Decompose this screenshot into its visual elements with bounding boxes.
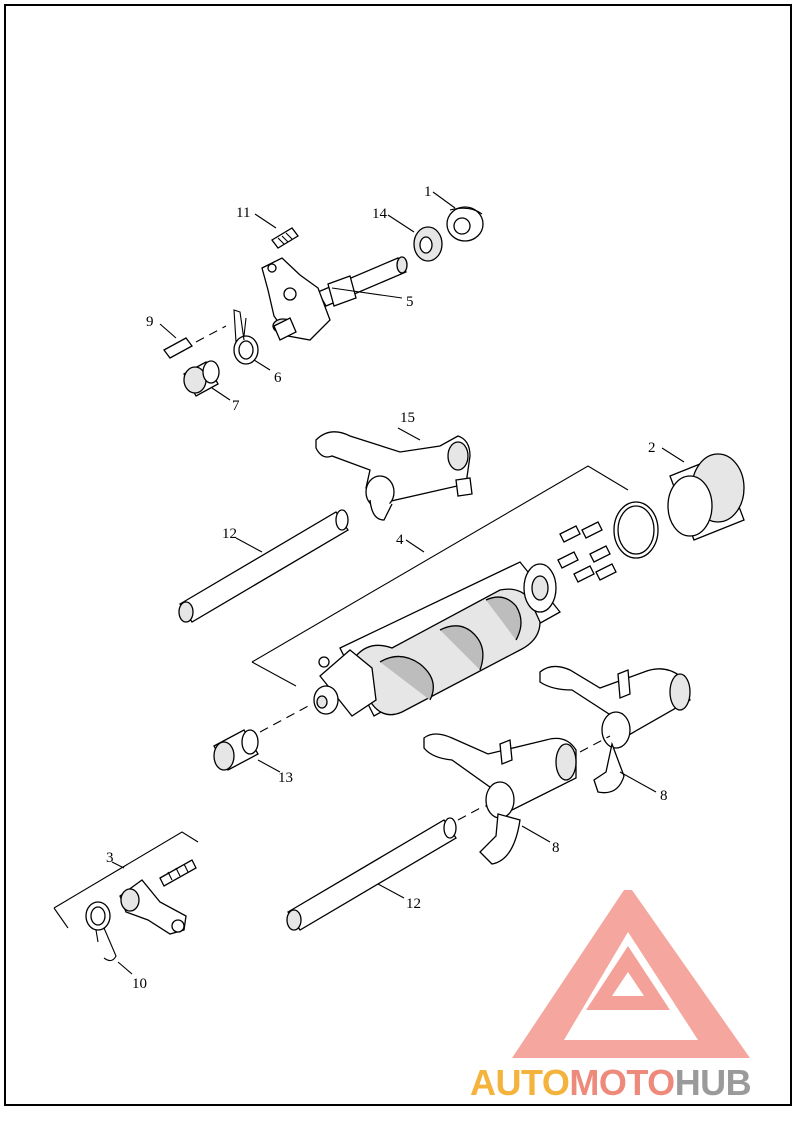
callout-2: 2 [648,440,656,456]
watermark-hub: HUB [674,1062,752,1103]
part-5-shift-shaft [317,256,408,307]
callout-12-lower: 12 [406,896,421,912]
watermark-text: AUTOMOTOHUB [470,1062,752,1104]
part-12-fork-rail-lower [286,817,457,931]
callout-1: 1 [424,184,432,200]
drum-pins [557,521,617,583]
part-4-shift-drum [313,561,561,717]
callout-13: 13 [278,770,293,786]
part-10-spring [85,901,117,962]
watermark-logo-icon [512,890,750,1058]
part-11-pin [271,227,299,249]
part-7-bushing [183,360,220,397]
part-1-bushing [446,206,484,242]
part-8-shift-fork-right [539,665,691,794]
callout-10: 10 [132,976,147,992]
callout-15: 15 [400,410,415,426]
part-9-dowel-pin [163,337,193,359]
callout-7: 7 [232,398,240,414]
callout-6: 6 [274,370,282,386]
part-14-bearing [413,226,443,262]
callout-8-right: 8 [660,788,668,804]
diagram-border [4,4,792,1106]
callout-8-left: 8 [552,840,560,856]
watermark-auto: AUTO [470,1062,570,1103]
callout-14: 14 [372,206,388,222]
shifter-plate [261,257,331,341]
part-6-torsion-spring [233,309,259,365]
callout-3: 3 [106,850,114,866]
watermark-moto: MOTO [569,1062,675,1103]
callout-12-upper: 12 [222,526,237,542]
part-2-race [667,453,745,541]
callout-5: 5 [406,294,414,310]
retaining-ring [613,501,659,559]
part-3-detent-lever [119,859,197,935]
callout-4: 4 [396,532,404,548]
callout-11: 11 [236,205,250,221]
part-15-shift-fork [315,431,473,521]
part-13-bushing [213,729,259,771]
callout-9: 9 [146,314,154,330]
part-12-fork-rail-upper [178,509,349,623]
part-8-shift-fork-left [423,733,577,865]
